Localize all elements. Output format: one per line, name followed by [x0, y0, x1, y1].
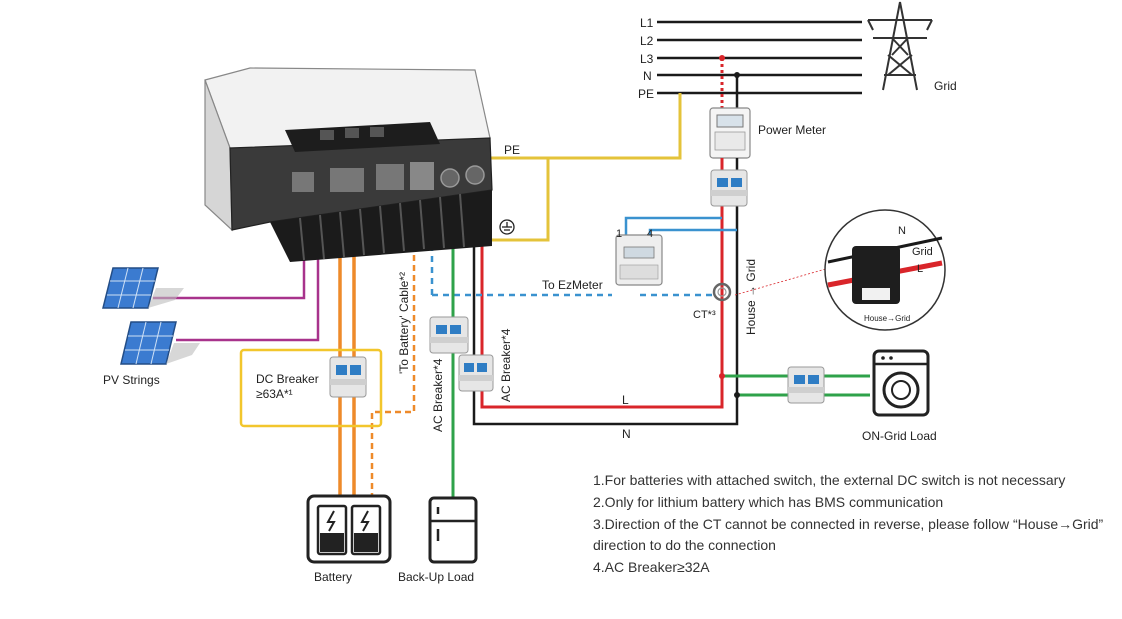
ct-zoom-house-grid: House→Grid	[864, 314, 910, 323]
note-3: 3.Direction of the CT cannot be connecte…	[593, 515, 1104, 554]
dc-breaker-icon	[329, 356, 367, 398]
pv-strings-label: PV Strings	[103, 373, 160, 387]
bus-label-pe: PE	[638, 87, 654, 101]
power-meter-icon	[709, 107, 751, 159]
fridge-icon	[428, 496, 478, 564]
bus-label-l3: L3	[640, 52, 654, 66]
house-grid-label: House → Grid	[744, 259, 758, 335]
ground-icon	[499, 219, 515, 235]
dc-breaker-rating: ≥63A*¹	[256, 387, 293, 401]
inverter-icon	[204, 67, 493, 262]
ac-breaker-left-label: AC Breaker*4	[431, 358, 445, 432]
ct-zoom-l: L	[917, 263, 923, 275]
installation-notes: 1.For batteries with attached switch, th…	[593, 470, 1113, 579]
meter-terminal-1: 1	[616, 228, 622, 240]
ongrid-load-label: ON-Grid Load	[862, 429, 937, 443]
to-battery-cable-label: 'To Battery' Cable*²	[397, 272, 411, 374]
meter-terminal-4: 4	[647, 228, 653, 240]
ac-breaker-right-icon	[458, 354, 494, 392]
grid-drop-wires	[719, 55, 740, 108]
ezmeter-icon	[615, 234, 663, 286]
power-meter-label: Power Meter	[758, 123, 826, 137]
note-1: 1.For batteries with attached switch, th…	[593, 472, 1066, 488]
dc-breaker-label: DC Breaker	[256, 372, 319, 386]
solar-panel-icon-2	[120, 321, 200, 365]
bus-label-l1: L1	[640, 16, 654, 30]
ongrid-breaker-icon	[787, 366, 825, 404]
grid-label: Grid	[934, 79, 957, 93]
backup-load-label: Back-Up Load	[398, 570, 474, 584]
ct-clamp-icon	[712, 282, 732, 302]
dc-breaker-box	[239, 348, 383, 428]
line-l-label: L	[622, 393, 629, 407]
battery-comm-cable	[370, 195, 416, 500]
note-2: 2.Only for lithium battery which has BMS…	[593, 493, 944, 510]
pe-cable-label: PE	[504, 143, 520, 157]
ct-zoom-grid: Grid	[912, 246, 933, 258]
washing-machine-icon	[872, 349, 930, 417]
ct-zoom-detail	[824, 209, 946, 331]
battery-label: Battery	[314, 570, 352, 584]
battery-icon	[306, 494, 392, 564]
ac-breaker-right-label: AC Breaker*4	[499, 328, 513, 402]
note-4: 4.AC Breaker≥32A	[593, 559, 710, 576]
bus-label-l2: L2	[640, 34, 654, 48]
transmission-tower-icon	[867, 1, 933, 91]
grid-breaker-icon	[710, 169, 748, 207]
solar-panel-icon-1	[102, 267, 184, 309]
line-n-label: N	[622, 427, 631, 441]
ct-label: CT*³	[693, 309, 716, 321]
ct-zoom-n: N	[898, 225, 906, 237]
grid-bus-lines: L1 L2 L3 N PE	[638, 16, 862, 101]
ezmeter-comm-wiring	[430, 216, 737, 297]
to-ezmeter-label: To EzMeter	[542, 278, 603, 292]
bus-label-n: N	[643, 69, 652, 83]
ac-breaker-left-icon	[429, 316, 469, 354]
